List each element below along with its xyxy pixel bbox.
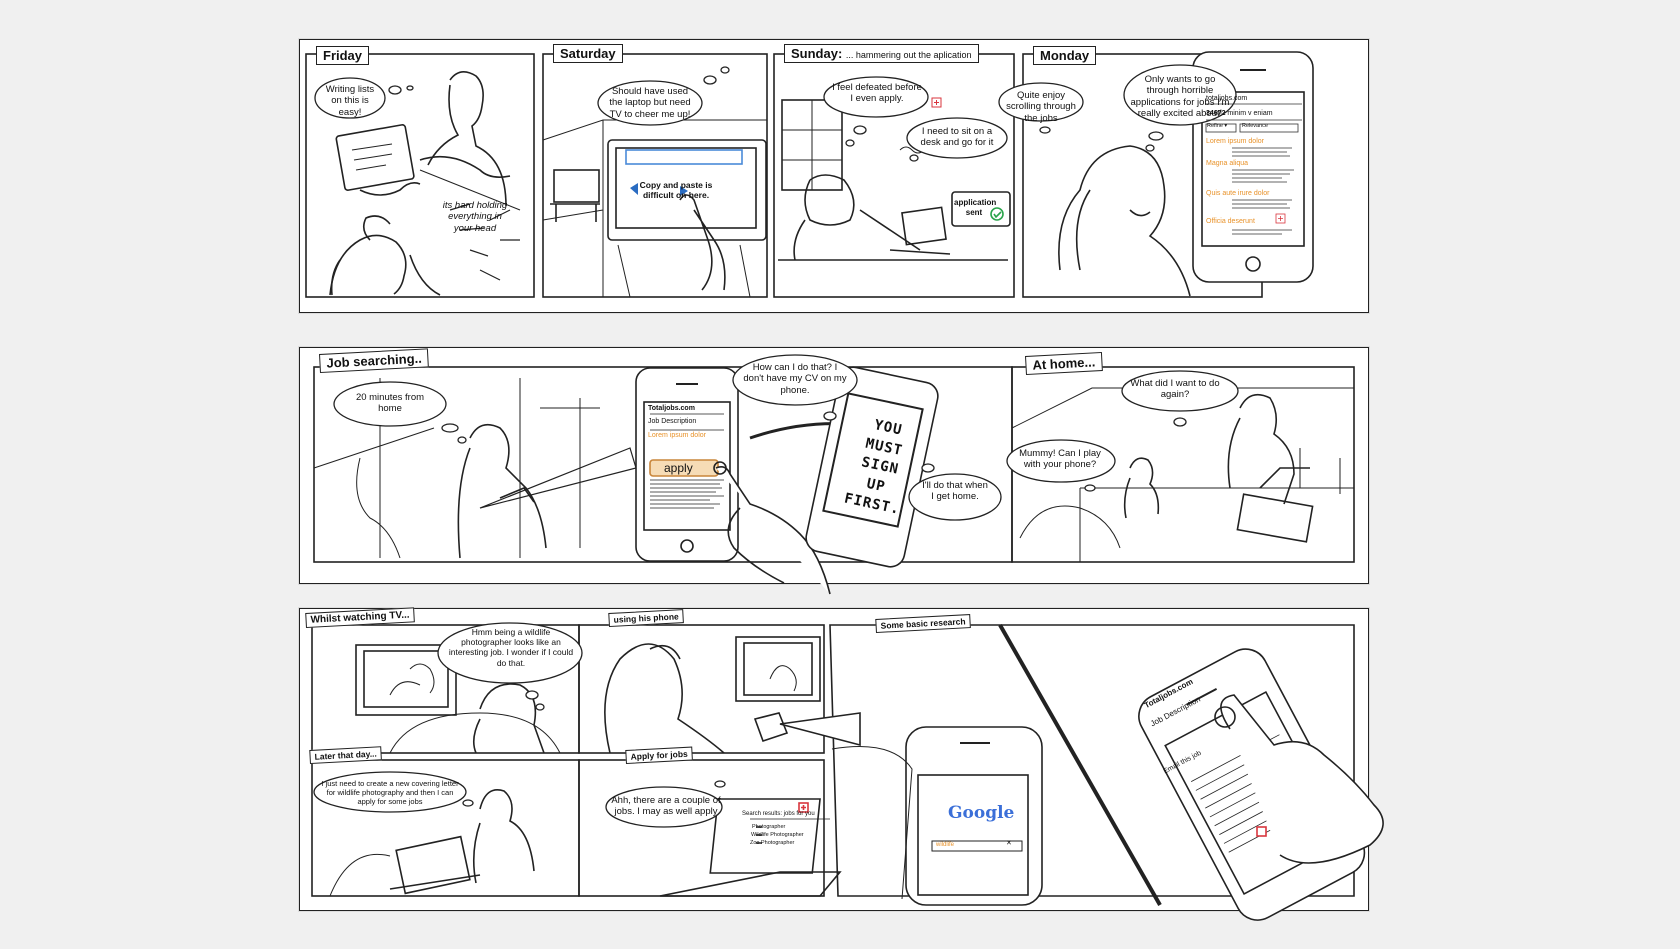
green-check-icon	[990, 207, 1004, 221]
panel-label-saturday: Saturday	[553, 44, 623, 63]
phone-count: 34672	[1206, 110, 1226, 117]
panel-label-sunday: Sunday: ... hammering out the aplication	[784, 44, 979, 63]
bubble-what-did-i: What did I want to do again?	[1130, 378, 1220, 401]
strip-1: Friday Saturday Sunday: ... hammering ou…	[299, 39, 1369, 313]
phone-count-label: minim v eniam	[1227, 110, 1273, 117]
bubble-mummy: Mummy! Can I play with your phone?	[1019, 448, 1101, 471]
laptop-results-header: Search results: jobs for you	[742, 811, 815, 817]
google-logo: Google	[948, 803, 1014, 823]
laptop-result-2[interactable]: Wildlife Photographer	[751, 832, 804, 838]
bubble-should-have-used: Should have used the laptop but need TV …	[609, 86, 691, 120]
panel-label-friday: Friday	[316, 46, 370, 65]
note-application-sent: application sent	[954, 198, 997, 217]
strip-3-artwork	[311, 622, 1384, 921]
bubble-couple-of-jobs: Ahh, there are a couple of jobs. I may a…	[611, 795, 721, 818]
phone2-title: Job Description	[648, 418, 697, 425]
panel-label-sunday-text: Sunday:	[791, 46, 843, 61]
strip-2-artwork	[313, 354, 1355, 595]
strip-3: Whilst watching TV... using his phone So…	[299, 607, 1384, 921]
bubble-ill-do-that: I'll do that when I get home.	[922, 480, 988, 503]
bubble-defeated: I feel defeated before I even apply.	[832, 82, 922, 105]
panel-label-at-home: At home...	[1025, 352, 1103, 375]
phone-list-item-4[interactable]: Officia deserunt	[1206, 218, 1255, 225]
panel-label-sunday-note: ... hammering out the aplication	[845, 50, 972, 60]
bubble-covering-letter: I just need to create a new covering let…	[321, 779, 459, 806]
close-icon[interactable]: ✕	[1006, 840, 1012, 847]
phone-chip-relevance[interactable]: Relevance	[1242, 123, 1268, 129]
caption-hard-holding: its hard holding everything in your head	[442, 200, 508, 234]
strip-2: Job searching.. At home... 20 minutes fr…	[299, 347, 1369, 595]
google-search-input[interactable]: wildlife	[936, 842, 955, 848]
bubble-how-can-i: How can I do that? I don't have my CV on…	[743, 362, 847, 396]
strip-1-artwork	[305, 51, 1314, 298]
panel-label-monday: Monday	[1033, 46, 1097, 65]
bubble-sit-on-desk: I need to sit on a desk and go for it	[920, 126, 994, 149]
phone2-heading: Lorem ipsum dolor	[648, 432, 706, 439]
phone-chip-refine[interactable]: Refine ▾	[1207, 123, 1228, 129]
bubble-only-wants: Only wants to go through horrible applic…	[1130, 74, 1230, 120]
bubble-20-minutes: 20 minutes from home	[355, 392, 425, 415]
laptop-result-3[interactable]: Zoo Photographer	[750, 840, 795, 846]
tv-copy-paste-text: Copy and paste is difficult on here.	[639, 180, 713, 201]
bubble-enjoy-scrolling: Quite enjoy scrolling through the jobs	[1006, 90, 1076, 124]
google-logo-text: Google	[948, 803, 1015, 823]
phone-count-text: 34672 minim v eniam	[1206, 110, 1273, 118]
phone2-site: Totaljobs.com	[648, 405, 695, 412]
phone-list-item-1[interactable]: Lorem ipsum dolor	[1206, 138, 1264, 145]
phone2-apply-button[interactable]: apply	[664, 461, 693, 475]
phone-list-item-2[interactable]: Magna aliqua	[1206, 160, 1249, 167]
bubble-wildlife-photographer: Hmm being a wildlife photographer looks …	[448, 627, 574, 668]
plus-icon	[931, 97, 942, 108]
laptop-result-1[interactable]: Photographer	[752, 824, 786, 830]
phone-site-text: totaljobs.com	[1206, 95, 1248, 102]
bubble-writing-lists: Writing lists on this is easy!	[325, 84, 375, 118]
phone-list-item-3[interactable]: Quis aute irure dolor	[1206, 190, 1270, 197]
